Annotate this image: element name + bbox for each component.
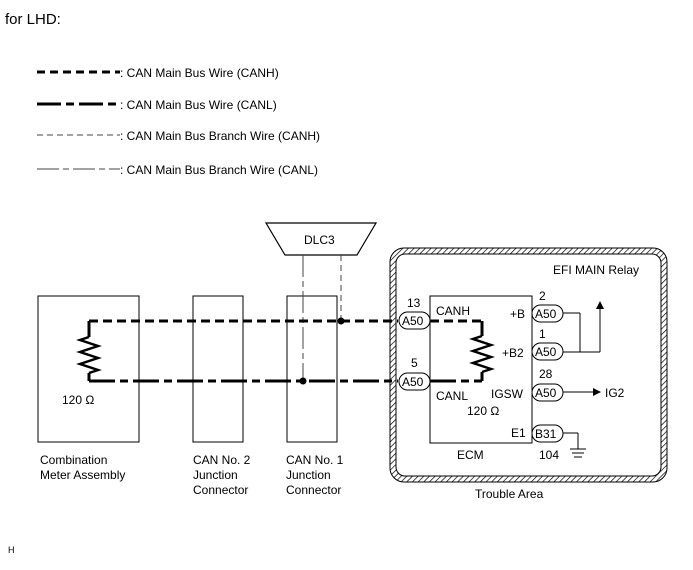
pin-name-igsw: IGSW bbox=[491, 387, 524, 401]
ecm-label: ECM bbox=[457, 448, 484, 462]
meter-resistance-label: 120 Ω bbox=[62, 393, 94, 407]
ecm-resistor bbox=[469, 334, 495, 374]
trouble-area-label: Trouble Area bbox=[475, 487, 544, 501]
pin-name-plus-b: +B bbox=[510, 307, 525, 321]
pin-number-5: 5 bbox=[411, 356, 418, 370]
pin-name-e1: E1 bbox=[511, 426, 526, 440]
connector-a50-canl-label: A50 bbox=[402, 375, 424, 389]
pin-number-2: 2 bbox=[539, 289, 546, 303]
combination-meter-label-line1: Combination bbox=[40, 453, 107, 467]
ecm-resistance-label: 120 Ω bbox=[467, 404, 499, 418]
ecm-canh-label: CANH bbox=[436, 304, 470, 318]
can-no2-label-line3: Connector bbox=[193, 483, 248, 497]
can-no2-label-line1: CAN No. 2 bbox=[193, 453, 251, 467]
legend-label-canl-branch: : CAN Main Bus Branch Wire (CANL) bbox=[120, 163, 318, 177]
pin-number-28: 28 bbox=[539, 367, 553, 381]
can-no1-label-line3: Connector bbox=[286, 483, 341, 497]
meter-resistor bbox=[76, 335, 102, 375]
pin-number-1: 1 bbox=[539, 327, 546, 341]
can-no2-label-line2: Junction bbox=[193, 468, 238, 482]
dlc3-label: DLC3 bbox=[304, 233, 335, 247]
junction-dot-canh bbox=[337, 317, 345, 325]
ground-icon bbox=[563, 432, 586, 458]
can-no1-junction-box bbox=[286, 295, 338, 443]
connector-b31-e1-label: B31 bbox=[535, 427, 557, 441]
can-no1-label-line1: CAN No. 1 bbox=[286, 453, 344, 467]
legend: : CAN Main Bus Wire (CANH) : CAN Main Bu… bbox=[37, 66, 320, 177]
footer-code: H bbox=[8, 545, 15, 555]
legend-label-canh-branch: : CAN Main Bus Branch Wire (CANH) bbox=[120, 129, 320, 143]
relay-label: EFI MAIN Relay bbox=[553, 263, 639, 277]
ecm-canl-label: CANL bbox=[436, 389, 468, 403]
connector-a50-canh-label: A50 bbox=[402, 314, 424, 328]
page-heading: for LHD: bbox=[5, 11, 61, 28]
pin-number-13: 13 bbox=[407, 296, 421, 310]
can-no2-junction-box bbox=[192, 295, 244, 443]
combination-meter-box bbox=[37, 295, 140, 443]
can-no1-label-line2: Junction bbox=[286, 468, 331, 482]
pin-number-104: 104 bbox=[539, 448, 559, 462]
connector-a50-plus-b-label: A50 bbox=[535, 307, 557, 321]
junction-dot-canl bbox=[299, 377, 307, 385]
legend-label-canh-main: : CAN Main Bus Wire (CANH) bbox=[120, 66, 279, 80]
pin-name-plus-b2: +B2 bbox=[502, 346, 524, 360]
legend-label-canl-main: : CAN Main Bus Wire (CANL) bbox=[120, 98, 277, 112]
dlc3-connector bbox=[264, 222, 378, 256]
connector-a50-igsw-label: A50 bbox=[535, 386, 557, 400]
connector-a50-plus-b2-label: A50 bbox=[535, 345, 557, 359]
combination-meter-label-line2: Meter Assembly bbox=[40, 468, 125, 482]
ig2-label: IG2 bbox=[605, 386, 625, 400]
